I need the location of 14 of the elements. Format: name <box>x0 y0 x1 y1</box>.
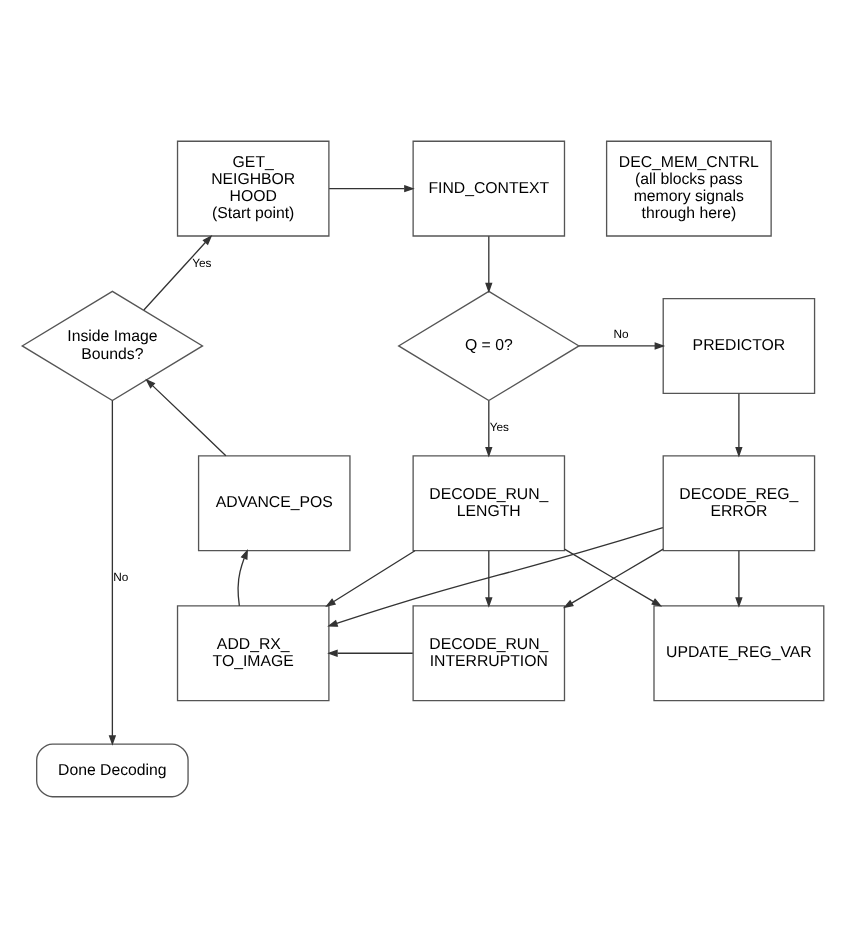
arrow <box>145 377 227 456</box>
arrow <box>325 549 416 606</box>
arrow <box>485 234 493 293</box>
arrow <box>328 183 415 192</box>
arrow <box>327 526 664 626</box>
arrow <box>327 648 414 656</box>
arrow <box>143 233 213 310</box>
arrow <box>735 549 743 607</box>
arrow <box>237 547 248 606</box>
arrow <box>485 549 493 607</box>
arrow <box>578 341 666 349</box>
arrow <box>485 399 493 457</box>
arrow <box>735 392 743 457</box>
arrow <box>108 399 117 745</box>
